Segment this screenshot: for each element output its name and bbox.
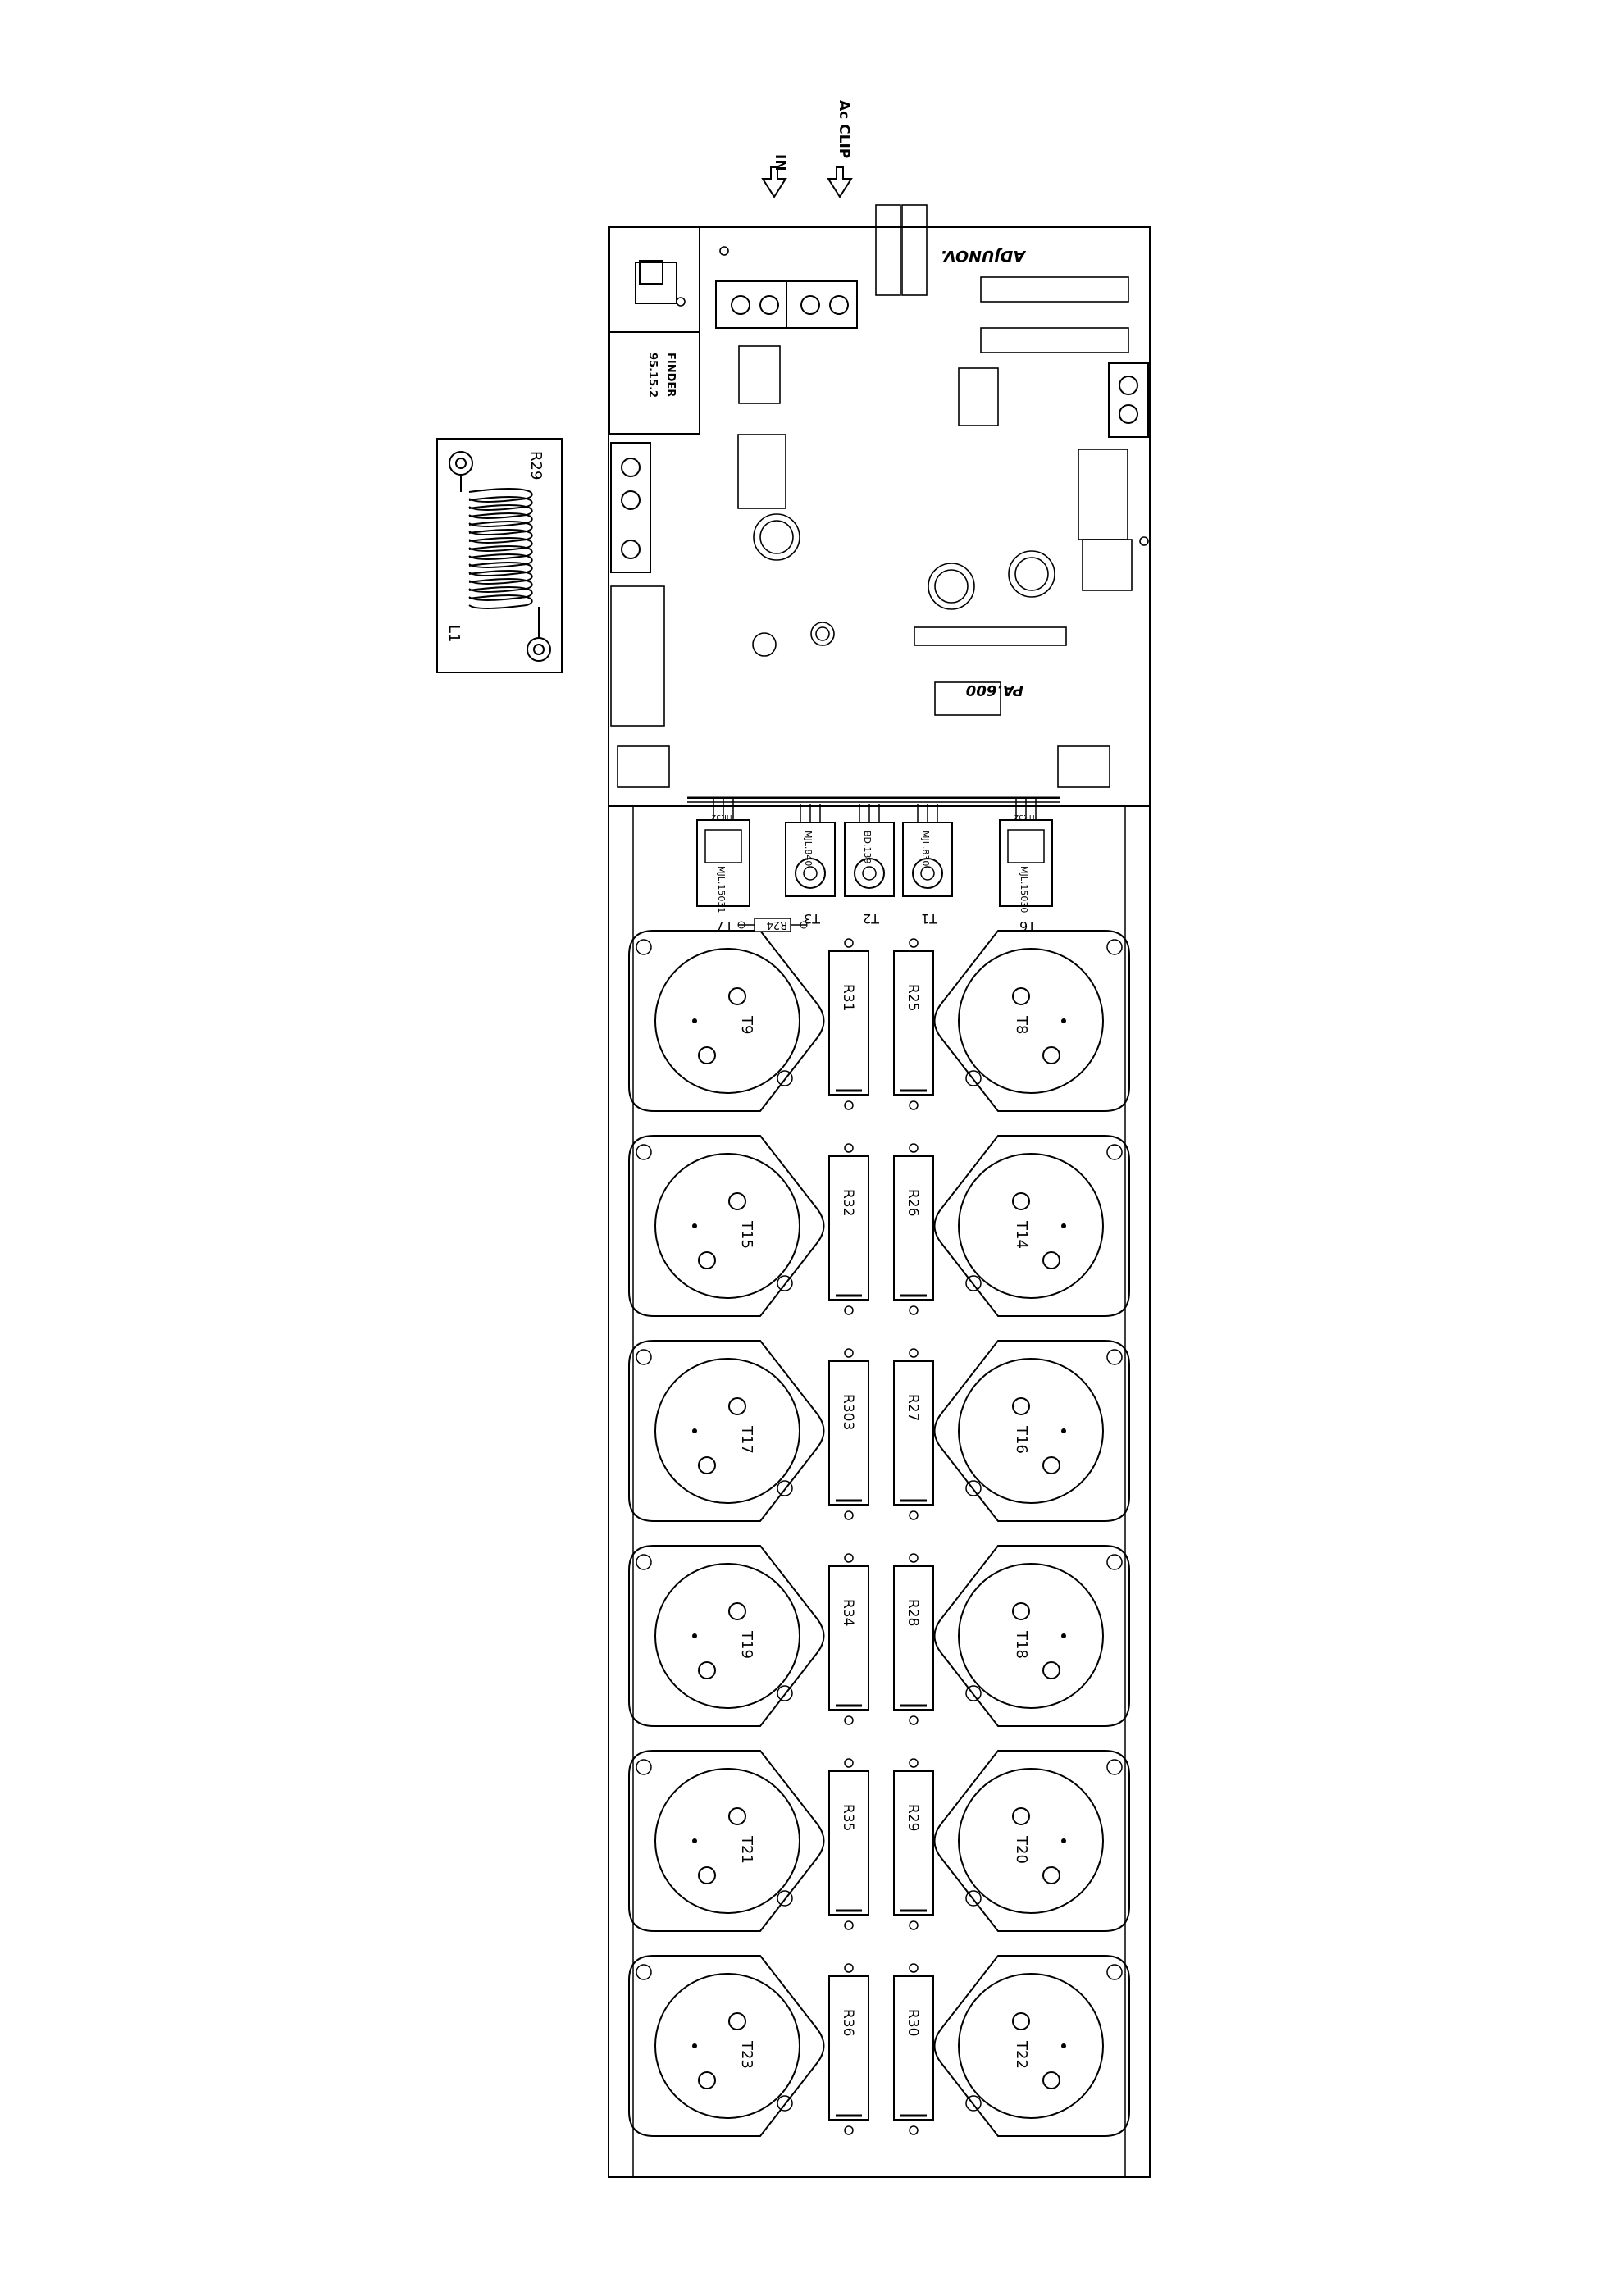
transistor-right-label: T16 xyxy=(1013,1425,1030,1454)
transistor-left-label: T15 xyxy=(738,1220,755,1249)
coil-winding xyxy=(468,496,533,511)
emitter-resistor-label: R303 xyxy=(840,1394,856,1430)
side-module-name: T7 xyxy=(717,918,734,934)
main-board xyxy=(608,226,1151,2178)
coil-winding xyxy=(468,570,533,585)
inductor-l-label: L1 xyxy=(445,625,463,642)
transistor-left-label: T23 xyxy=(738,2040,755,2069)
r24-resistor: R24 xyxy=(737,918,808,932)
transistor-right-label: T22 xyxy=(1013,2040,1030,2069)
label-in: IN xyxy=(772,154,788,171)
coil-winding xyxy=(468,504,533,519)
coil-winding xyxy=(468,529,533,544)
transistor-right-label: T14 xyxy=(1013,1220,1030,1249)
driver-name: T3 xyxy=(804,911,821,927)
side-module-sub: TIP.32 xyxy=(1014,813,1037,821)
transistor-left-label: T19 xyxy=(738,1630,755,1659)
coil-winding xyxy=(468,594,533,609)
side-module-sub: TIP.32 xyxy=(712,813,735,821)
coil-winding xyxy=(468,586,533,601)
small-components-area xyxy=(610,204,1149,788)
terminal-blocks xyxy=(610,280,1149,573)
transistor-left-label: T21 xyxy=(738,1835,755,1864)
output-row-6: T23 T22 R36 R30 xyxy=(628,1955,1130,2137)
emitter-resistor-label: R28 xyxy=(905,1599,921,1626)
in-arrow-icon xyxy=(761,166,787,198)
emitter-resistor-label: R26 xyxy=(905,1189,921,1216)
side-module-part: MJL.15030 xyxy=(1019,866,1029,913)
coil-winding xyxy=(468,521,533,535)
transistor-left-label: T9 xyxy=(738,1015,755,1034)
side-module-part: MJL.15031 xyxy=(716,866,727,913)
emitter-resistor-label: R35 xyxy=(840,1804,856,1831)
output-row-4: T19 T18 R34 R28 xyxy=(628,1545,1130,1727)
coil-winding xyxy=(468,512,533,527)
inductor-coil-icon xyxy=(468,488,533,609)
emitter-resistor-label: R25 xyxy=(905,984,921,1011)
coil-winding xyxy=(468,537,533,552)
emitter-resistor-label: R32 xyxy=(840,1189,856,1216)
transistor-right-label: T18 xyxy=(1013,1630,1030,1659)
relay-name: FINDER xyxy=(664,353,677,397)
output-row-5: T21 T20 R35 R29 xyxy=(628,1750,1130,1932)
r24-label: R24 xyxy=(766,918,787,931)
coil-winding xyxy=(468,562,533,576)
relay: FINDER 95.15.2 xyxy=(609,226,700,435)
driver-part: MJL.830 xyxy=(920,831,931,866)
coil-winding xyxy=(468,545,533,560)
driver-part: MJL.840 xyxy=(803,831,814,866)
label-ac-clip: Ac CLIP xyxy=(836,100,852,158)
coil-winding xyxy=(468,554,533,568)
output-row-2: T15 T14 R32 R26 xyxy=(628,1135,1130,1317)
relay-part: 95.15.2 xyxy=(646,353,659,398)
inductor-board: R29 L1 xyxy=(436,438,563,673)
driver-part: BD.139 xyxy=(862,831,873,864)
model-label: PA.600 xyxy=(966,681,1023,699)
output-row-1: T9 T8 R31 R25 xyxy=(628,930,1130,1112)
emitter-resistor-label: R36 xyxy=(840,2009,856,2036)
output-row-3: T17 T16 R303 R27 xyxy=(628,1340,1130,1522)
side-module-name: T6 xyxy=(1019,918,1037,934)
emitter-resistor-label: R29 xyxy=(905,1804,921,1831)
emitter-resistor-label: R34 xyxy=(840,1599,856,1626)
driver-name: T1 xyxy=(921,911,938,927)
clip-arrow-icon xyxy=(827,166,853,198)
transistor-right-label: T8 xyxy=(1013,1015,1030,1034)
heatsink-rail xyxy=(687,796,1060,803)
inductor-r-label: R29 xyxy=(527,451,545,480)
brand-label: ADJUNOV. xyxy=(941,247,1027,265)
transistor-left-label: T17 xyxy=(738,1425,755,1454)
driver-transistors: MJL.830T1BD.139T2MJL.840T3MJL.15031TIP.3… xyxy=(696,799,1053,934)
transistor-right-label: T20 xyxy=(1013,1835,1030,1864)
coil-winding xyxy=(468,578,533,593)
emitter-resistor-label: R30 xyxy=(905,2009,921,2036)
driver-name: T2 xyxy=(863,911,880,927)
emitter-resistor-label: R31 xyxy=(840,984,856,1011)
coil-winding xyxy=(468,488,533,503)
input-labels: IN Ac CLIP xyxy=(761,100,853,198)
emitter-resistor-label: R27 xyxy=(905,1394,921,1421)
